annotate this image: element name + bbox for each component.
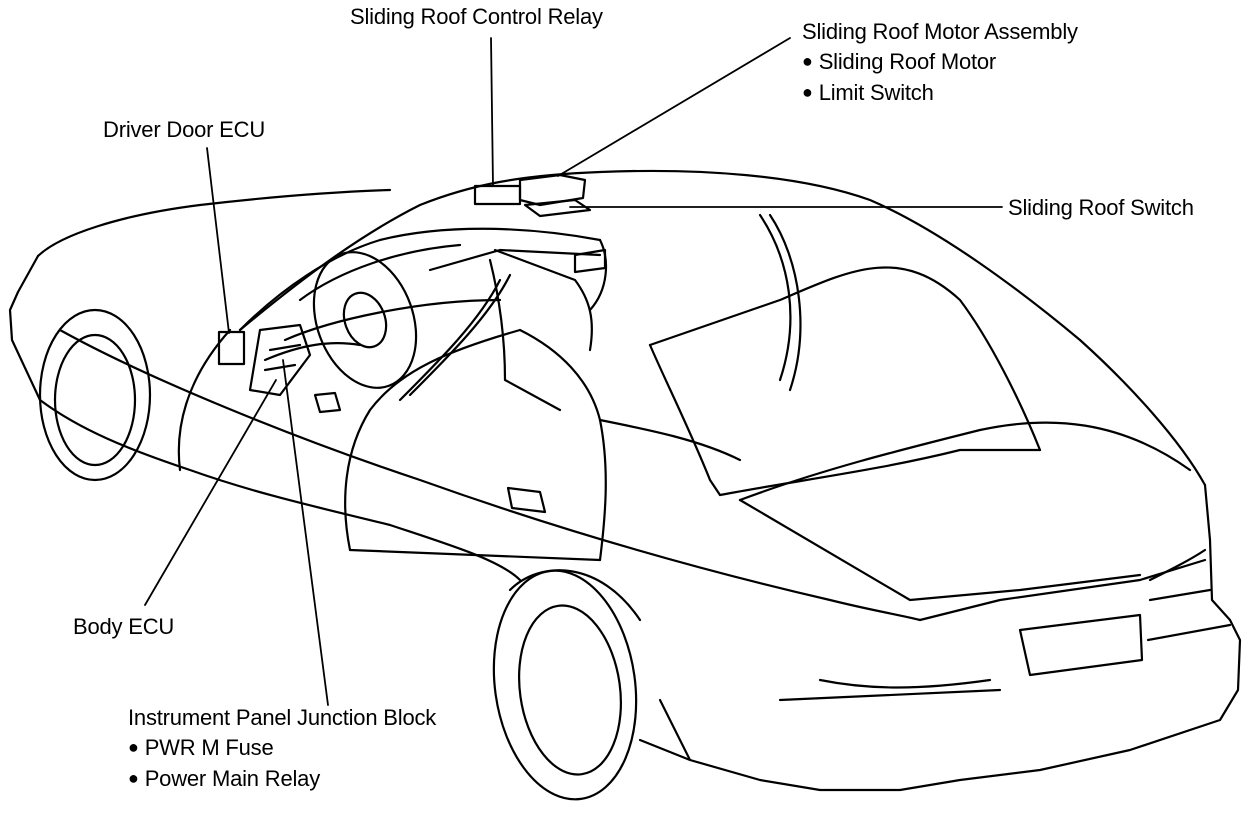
leader-driver-door-ecu — [206, 147, 230, 334]
motor-assembly-item: ●Limit Switch — [802, 80, 934, 105]
leader-control-relay — [490, 37, 494, 187]
motor-assembly-title: Sliding Roof Motor Assembly — [802, 19, 1078, 44]
label-sliding-roof-motor-assembly: Sliding Roof Motor Assembly ●Sliding Roo… — [802, 17, 1078, 109]
junction-block-item: ●PWR M Fuse — [128, 735, 274, 760]
label-body-ecu: Body ECU — [73, 614, 175, 639]
bullet-icon: ● — [802, 82, 813, 102]
motor-assembly-item: ●Sliding Roof Motor — [802, 49, 997, 74]
label-instrument-panel-junction-block: Instrument Panel Junction Block ●PWR M F… — [128, 703, 436, 795]
control-relay-box — [473, 184, 522, 206]
junction-block-item: ●Power Main Relay — [128, 766, 321, 791]
car-body-outline — [8, 169, 1242, 801]
bullet-icon: ● — [128, 737, 139, 757]
label-sliding-roof-control-relay: Sliding Roof Control Relay — [350, 4, 603, 29]
junction-block-title: Instrument Panel Junction Block — [128, 705, 437, 730]
leader-body-ecu — [144, 379, 277, 606]
leader-junction-block — [282, 359, 329, 706]
leader-motor-assembly — [557, 37, 791, 177]
label-driver-door-ecu: Driver Door ECU — [103, 117, 266, 142]
bullet-icon: ● — [802, 51, 813, 71]
bullet-icon: ● — [128, 768, 139, 788]
leader-lines — [144, 37, 1003, 706]
label-sliding-roof-switch: Sliding Roof Switch — [1008, 195, 1194, 220]
